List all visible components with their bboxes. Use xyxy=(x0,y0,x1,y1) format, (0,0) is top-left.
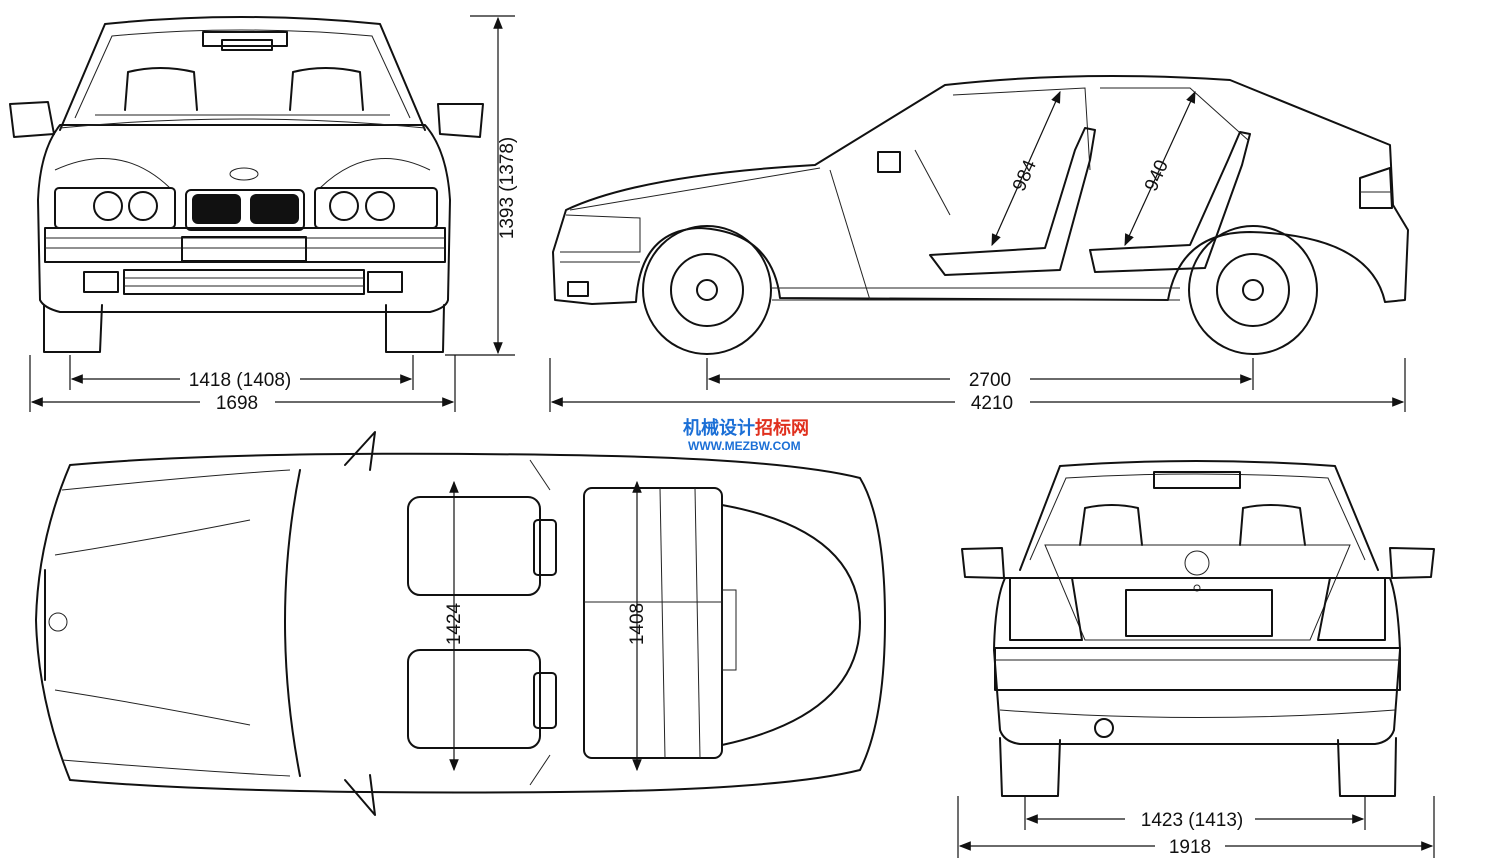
rear-headroom-label: 940 xyxy=(1141,157,1173,195)
front-height-label: 1393 (1378) xyxy=(497,137,518,239)
watermark-cn-blue: 机械设计 xyxy=(683,417,755,439)
front-shoulder-label: 1424 xyxy=(444,602,465,645)
front-track-label: 1418 (1408) xyxy=(189,370,291,391)
watermark-url: WWW.MEZBW.COM xyxy=(688,439,801,453)
rear-shoulder-label: 1408 xyxy=(627,603,648,645)
front-headroom-label: 984 xyxy=(1009,157,1041,195)
watermark-cn-red: 招标网 xyxy=(755,417,809,439)
dimension-labels: 1393 (1378) 1418 (1408) 1698 2700 4210 9… xyxy=(189,137,1243,858)
svg-text:机械设计招标网: 机械设计招标网 xyxy=(683,417,809,439)
front-width-label: 1698 xyxy=(216,393,258,414)
rear-track-label: 1423 (1413) xyxy=(1141,810,1243,831)
wheelbase-label: 2700 xyxy=(969,370,1011,391)
top-view xyxy=(35,431,886,816)
front-view xyxy=(9,16,484,353)
dimension-lines xyxy=(29,15,1435,858)
rear-view xyxy=(961,460,1435,797)
rear-width-label: 1918 xyxy=(1169,837,1211,858)
watermark: 机械设计招标网 WWW.MEZBW.COM xyxy=(683,417,809,453)
length-label: 4210 xyxy=(971,393,1013,414)
side-view xyxy=(552,75,1409,355)
